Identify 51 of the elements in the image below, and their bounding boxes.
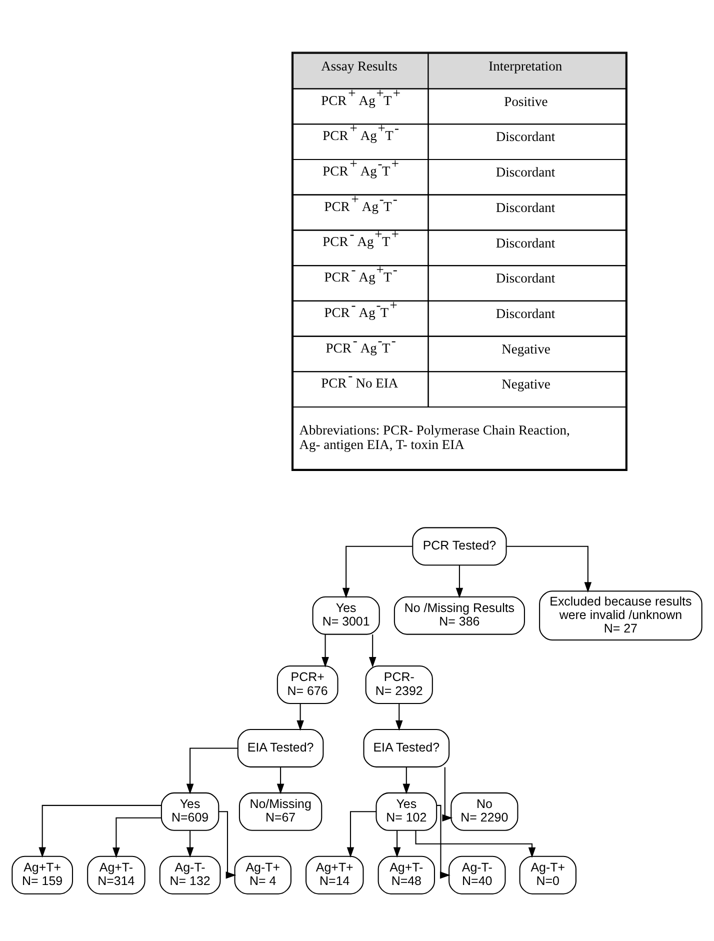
arrow (218, 810, 236, 878)
node-box: Yes N= 3001 (312, 596, 380, 634)
arrow (415, 830, 536, 858)
label: Interpretation (488, 58, 562, 73)
node-box: Ag-T+ N= 4 (234, 855, 292, 894)
label: Discordant (496, 164, 556, 180)
arrow (342, 545, 412, 598)
node-box: Ag+T- N=314 (87, 855, 146, 894)
arrow (112, 816, 162, 858)
node-box: Excluded because results were invalid /unknown N= 27 (539, 590, 702, 640)
arrow (346, 810, 376, 858)
arrow (395, 703, 403, 730)
node-box: No/Missing N=67 (238, 792, 322, 830)
arrow (402, 766, 410, 794)
node-box: No N= 2290 (450, 792, 518, 830)
arrow (296, 703, 304, 730)
arrow (38, 804, 162, 858)
node-box: EIA Tested? (237, 728, 324, 767)
node-box: Ag+T+ N= 159 (12, 855, 74, 894)
arrow (276, 766, 284, 794)
arrow (322, 634, 329, 667)
arrow (393, 830, 401, 858)
arrow (186, 830, 194, 858)
node-box: Ag+T- N=48 (378, 855, 436, 894)
arrow (456, 564, 464, 598)
label: Discordant (496, 234, 556, 250)
label: Negative (502, 376, 550, 392)
node-box: Yes N= 102 (376, 792, 438, 830)
label: Discordant (496, 270, 556, 286)
node-box: Ag-T+ N=0 (519, 855, 576, 894)
label: Discordant (496, 305, 556, 320)
label: Negative (502, 340, 550, 356)
label: Abbreviations: PCR- Polymerase Chain Reaction, Ag- antigen EIA, T- toxin EIA (299, 422, 570, 452)
node-box: PCR- N= 2392 (365, 665, 433, 704)
node-box: EIA Tested? (363, 728, 450, 767)
label: Discordant (496, 128, 556, 144)
node-box: Ag+T+ N=14 (306, 855, 364, 894)
arrow (436, 804, 450, 878)
arrow (186, 747, 238, 794)
arrow (442, 766, 453, 822)
label: Discordant (496, 199, 556, 214)
node-box: PCR Tested? (412, 526, 507, 566)
node-box: No /Missing Results N= 386 (394, 596, 525, 634)
node-box: Yes N=609 (160, 792, 220, 830)
label: Positive (504, 93, 548, 108)
arrow (506, 545, 592, 592)
arrow (368, 634, 376, 667)
node-box: Ag-T- N= 132 (159, 855, 221, 894)
label: Assay Results (321, 58, 398, 73)
node-box: Ag-T- N=40 (448, 855, 506, 894)
node-box: PCR+ N= 676 (276, 665, 338, 704)
